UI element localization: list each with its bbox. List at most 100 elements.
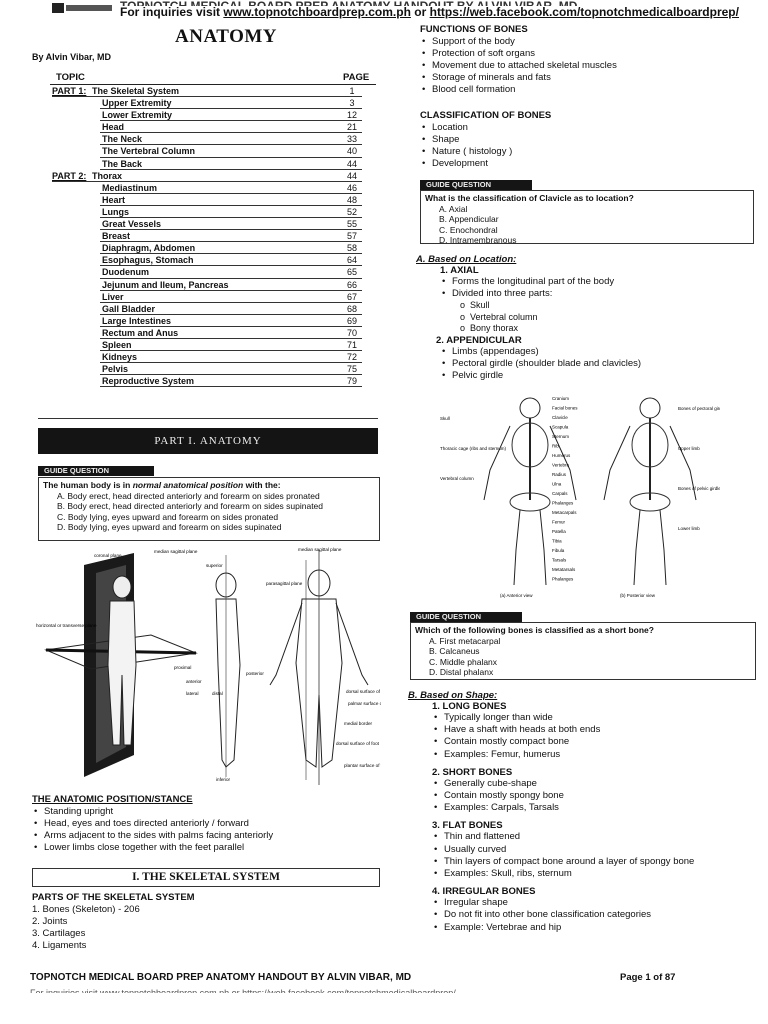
bone-type-heading: 3. FLAT BONES [432, 820, 503, 832]
figure-label: palmar surface of hand [348, 701, 381, 706]
toc-underline [100, 289, 362, 291]
list-item: 1. Bones (Skeleton) - 206 [32, 904, 140, 915]
figure-label: median sagittal plane [154, 549, 198, 554]
topnotch-logo [52, 0, 114, 13]
toc-topic: Head [102, 122, 125, 133]
figure-label: Skull [440, 416, 450, 421]
bone-type-heading: 2. SHORT BONES [432, 766, 513, 778]
toc-topic: Spleen [102, 339, 132, 350]
header-or: or [414, 5, 427, 19]
list-item: Irregular shape [408, 897, 748, 909]
figure-label: Tarsals [552, 558, 567, 563]
toc-page: 72 [346, 352, 357, 363]
toc-underline [100, 374, 362, 376]
toc-underline [100, 108, 362, 110]
toc-topic: The Vertebral Column [102, 146, 196, 157]
list-item: Lower limbs close together with the feet… [32, 842, 382, 854]
figure-label: Patella [552, 529, 566, 534]
figure-label: Metacarpals [552, 510, 577, 515]
toc-topic: Reproductive System [102, 376, 195, 387]
toc-topic: Diaphragm, Abdomen [102, 243, 196, 254]
figure-label: coronal plane [94, 553, 122, 558]
list-item: Development [420, 158, 750, 170]
header-line1: TOPNOTCH MEDICAL BOARD PREP ANATOMY HAND… [120, 0, 760, 6]
list-item: Arms adjacent to the sides with palms fa… [32, 830, 382, 842]
figure-label: parasagittal plane [266, 581, 303, 586]
option: C. Body lying, eyes upward and forearm o… [57, 511, 279, 522]
classification-section: CLASSIFICATION OF BONES Location Shape N… [420, 110, 750, 170]
parts-section: PARTS OF THE SKELETAL SYSTEM 1. Bones (S… [32, 892, 382, 952]
location-section: A. Based on Location: 1. AXIAL Forms the… [416, 254, 746, 383]
shape-groups: 1. LONG BONESTypically longer than wideH… [408, 701, 748, 934]
toc-underline [100, 265, 362, 267]
toc-topic: Duodenum [102, 267, 149, 278]
toc-underline [100, 241, 362, 243]
list-item: o Skull [460, 300, 490, 311]
list-item: Thin layers of compact bone around a lay… [408, 856, 748, 868]
toc-row: The Vertebral Column 40 [40, 146, 376, 158]
figure-label: superior [206, 563, 223, 568]
website-link[interactable]: www.topnotchboardprep.com.ph [223, 5, 411, 19]
figure-label: (b) Posterior view [620, 593, 656, 598]
toc-page: 68 [346, 303, 357, 314]
toc-page: 40 [346, 146, 357, 157]
toc-underline [100, 277, 362, 279]
list-item: Generally cube-shape [408, 778, 748, 790]
option: A. First metacarpal [429, 635, 501, 646]
toc-header: TOPIC PAGE [50, 72, 376, 85]
toc-topic: Large Intestines [102, 315, 172, 326]
footer-line2: For inquiries visit www.topnotchboardpre… [30, 988, 456, 993]
toc-underline [100, 253, 362, 255]
facebook-link[interactable]: https://web.facebook.com/topnotchmedical… [429, 5, 739, 19]
bone-type-heading: 4. IRREGULAR BONES [432, 886, 536, 898]
toc-underline [100, 204, 362, 206]
list-item: Usually curved [408, 844, 748, 856]
figure-label: Humerus [552, 453, 571, 458]
figure-label: Upper limb [678, 446, 700, 451]
list-item: Examples: Femur, humerus [408, 749, 748, 761]
option: C. Enochondral [439, 224, 498, 235]
figure-label: horizontal or transverse plane [36, 623, 97, 628]
toc-topic: Gall Bladder [102, 303, 156, 314]
part-banner: PART I. ANATOMY [38, 428, 378, 454]
toc-page: 57 [346, 231, 357, 242]
option: D. Distal phalanx [429, 667, 494, 678]
toc-underline [100, 313, 362, 315]
toc-part: PART 2: [52, 170, 87, 181]
toc-page: 79 [346, 376, 357, 387]
list-item: Typically longer than wide [408, 712, 748, 724]
toc-part: PART 1: [52, 86, 87, 96]
list-item: Examples: Carpals, Tarsals [408, 802, 748, 814]
guide-question-2: What is the classification of Clavicle a… [420, 190, 754, 245]
toc-topic: Upper Extremity [102, 98, 172, 109]
toc-underline [100, 132, 362, 134]
toc-page: 71 [346, 339, 357, 350]
option: A. Body erect, head directed anteriorly … [57, 490, 320, 501]
list-item: Nature ( histology ) [420, 146, 750, 158]
figure-label: Scapula [552, 425, 569, 430]
toc-underline [52, 96, 362, 98]
list-item: Movement due to attached skeletal muscle… [420, 60, 750, 72]
anatomical-planes-figure: coronal plane median sagittal plane horizo… [36, 545, 395, 790]
list-item: Pelvic girdle [416, 370, 746, 382]
toc-page: 66 [346, 279, 357, 290]
page-footer: TOPNOTCH MEDICAL BOARD PREP ANATOMY HAND… [30, 972, 730, 983]
figure-label: Bones of pelvic girdle [678, 486, 720, 491]
option: B. Appendicular [439, 214, 499, 225]
toc-topic: Jejunum and Ileum, Pancreas [102, 279, 229, 290]
figure-label: inferior [216, 777, 231, 782]
figure-label: lateral [186, 691, 199, 696]
list-item: Head, eyes and toes directed anteriorly … [32, 818, 382, 830]
toc-page: 64 [346, 255, 357, 266]
toc-underline [100, 217, 362, 219]
appendicular-heading: 2. APPENDICULAR [436, 334, 522, 346]
